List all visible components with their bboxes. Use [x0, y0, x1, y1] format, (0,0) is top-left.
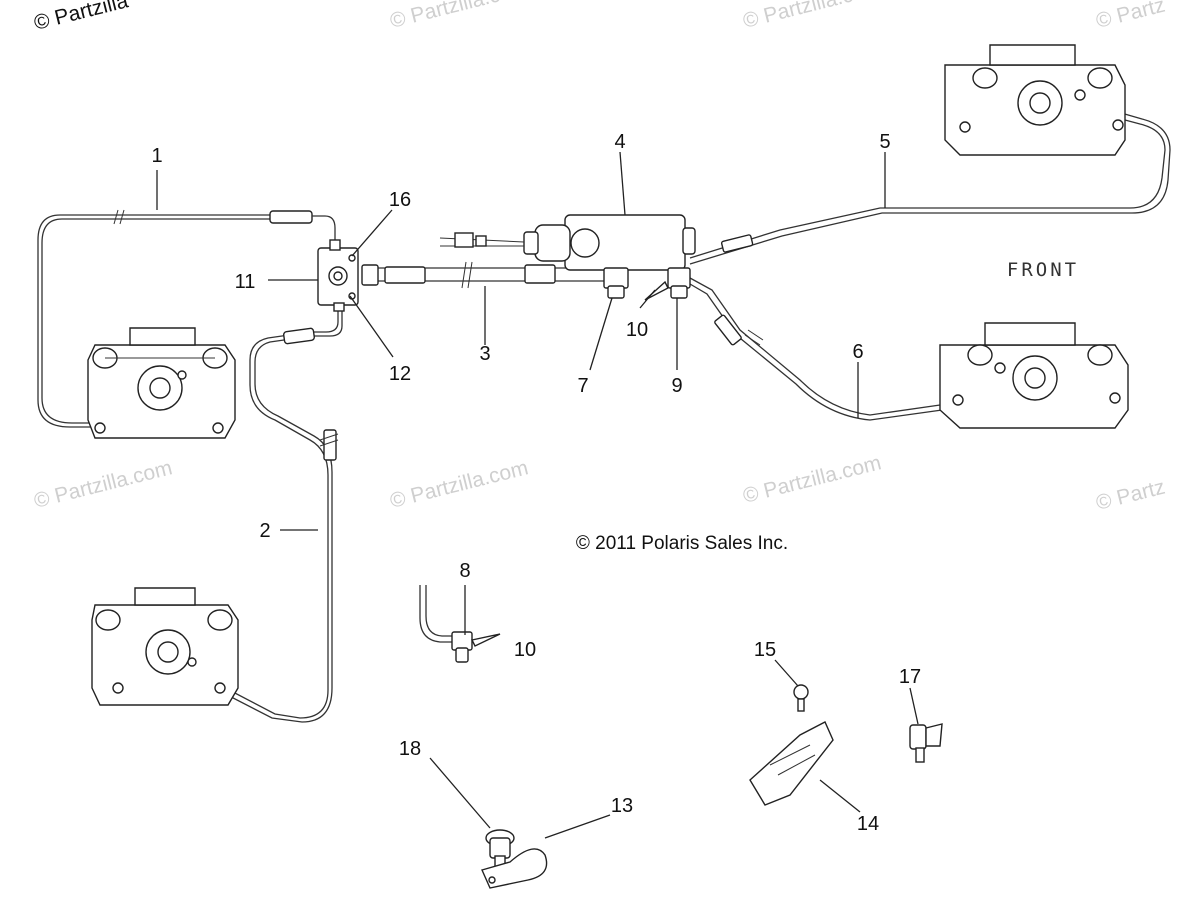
distribution-block	[317, 239, 359, 312]
watermark-mid-1: © Partzilla.com	[32, 456, 175, 513]
watermark-mid-4: © Partz	[1094, 476, 1168, 515]
part-15-screw	[793, 684, 809, 712]
master-cylinder	[439, 214, 696, 301]
brake-line-2	[209, 305, 339, 719]
watermark-mid-2: © Partzilla.com	[388, 456, 531, 513]
brake-line-5	[689, 111, 1166, 259]
part-8-fitting	[419, 585, 501, 663]
callout-4: 4	[614, 131, 625, 153]
callout-17: 17	[899, 666, 921, 688]
brake-line-6	[689, 277, 1001, 416]
callout-11: 11	[235, 271, 256, 293]
callout-3: 3	[479, 343, 490, 365]
callout-14: 14	[857, 813, 879, 835]
callout-2: 2	[259, 520, 270, 542]
callout-12: 12	[389, 363, 411, 385]
callout-9: 9	[671, 375, 682, 397]
callout-7: 7	[577, 375, 588, 397]
left-lower-caliper	[91, 587, 239, 706]
right-lower-caliper	[939, 322, 1129, 429]
callout-6: 6	[852, 341, 863, 363]
callout-1: 1	[151, 145, 162, 167]
watermark-top-left: © Partzilla	[32, 0, 131, 35]
callout-8: 8	[459, 560, 470, 582]
brake-hoses	[37, 105, 1171, 723]
callout-18: 18	[399, 738, 421, 760]
callout-15: 15	[754, 639, 776, 661]
callout-5: 5	[879, 131, 890, 153]
front-direction-label: FRONT	[1007, 259, 1079, 281]
line-1-fitting	[269, 210, 313, 224]
part-18-bolt	[485, 829, 515, 871]
left-upper-caliper	[87, 327, 236, 439]
leader-lines	[156, 151, 919, 839]
right-upper-caliper	[944, 44, 1126, 156]
callout-10a: 10	[626, 319, 648, 341]
callout-13: 13	[611, 795, 633, 817]
callout-16: 16	[389, 189, 411, 211]
watermark-top-3: © Partz	[1094, 0, 1168, 33]
part-14-bracket	[749, 721, 834, 806]
watermark-top-2: © Partzilla.com	[741, 0, 884, 33]
copyright-notice: © 2011 Polaris Sales Inc.	[576, 533, 788, 554]
part-17-clip	[909, 723, 943, 763]
callout-10b: 10	[514, 639, 536, 661]
watermark-top-1: © Partzilla.com	[388, 0, 531, 33]
callout-labels: 1 2 3 4 5 6 7 8 9 10 10 11 12 13 14 15 1…	[151, 131, 921, 835]
part-13-clamp	[481, 848, 548, 889]
watermark-mid-3: © Partzilla.com	[741, 451, 884, 508]
